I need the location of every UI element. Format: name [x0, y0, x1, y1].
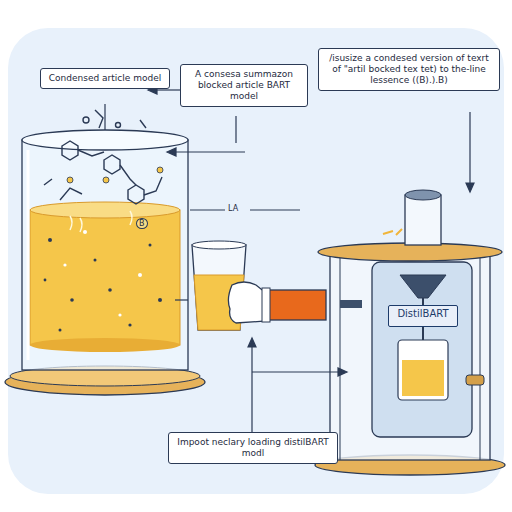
- callout-text: A consesa summazon blocked article BART …: [187, 69, 301, 101]
- callout-box: Impoot neclary loading distilBART modl: [168, 432, 338, 464]
- hand-with-cup: [192, 241, 326, 330]
- beaker: [5, 130, 205, 395]
- callout-text: DistilBART: [393, 308, 453, 320]
- distilbart-machine: [315, 190, 505, 475]
- machine-label-plate: DistilBART: [388, 305, 458, 327]
- callout-text: Impoot neclary loading distilBART modl: [175, 437, 331, 459]
- callout-box: /isusize a condesed version of texrt of …: [318, 48, 500, 91]
- callout-text: /isusize a condesed version of texrt of …: [325, 53, 493, 85]
- leader-lines: [105, 86, 474, 432]
- callout-text: Condensed article model: [47, 73, 163, 84]
- small-label: LA: [228, 204, 238, 213]
- molecule-doodles: [44, 110, 162, 204]
- small-label: B: [136, 218, 148, 229]
- callout-box: A consesa summazon blocked article BART …: [180, 64, 308, 107]
- background-panel: [8, 28, 504, 494]
- callout-box: Condensed article model: [40, 68, 170, 89]
